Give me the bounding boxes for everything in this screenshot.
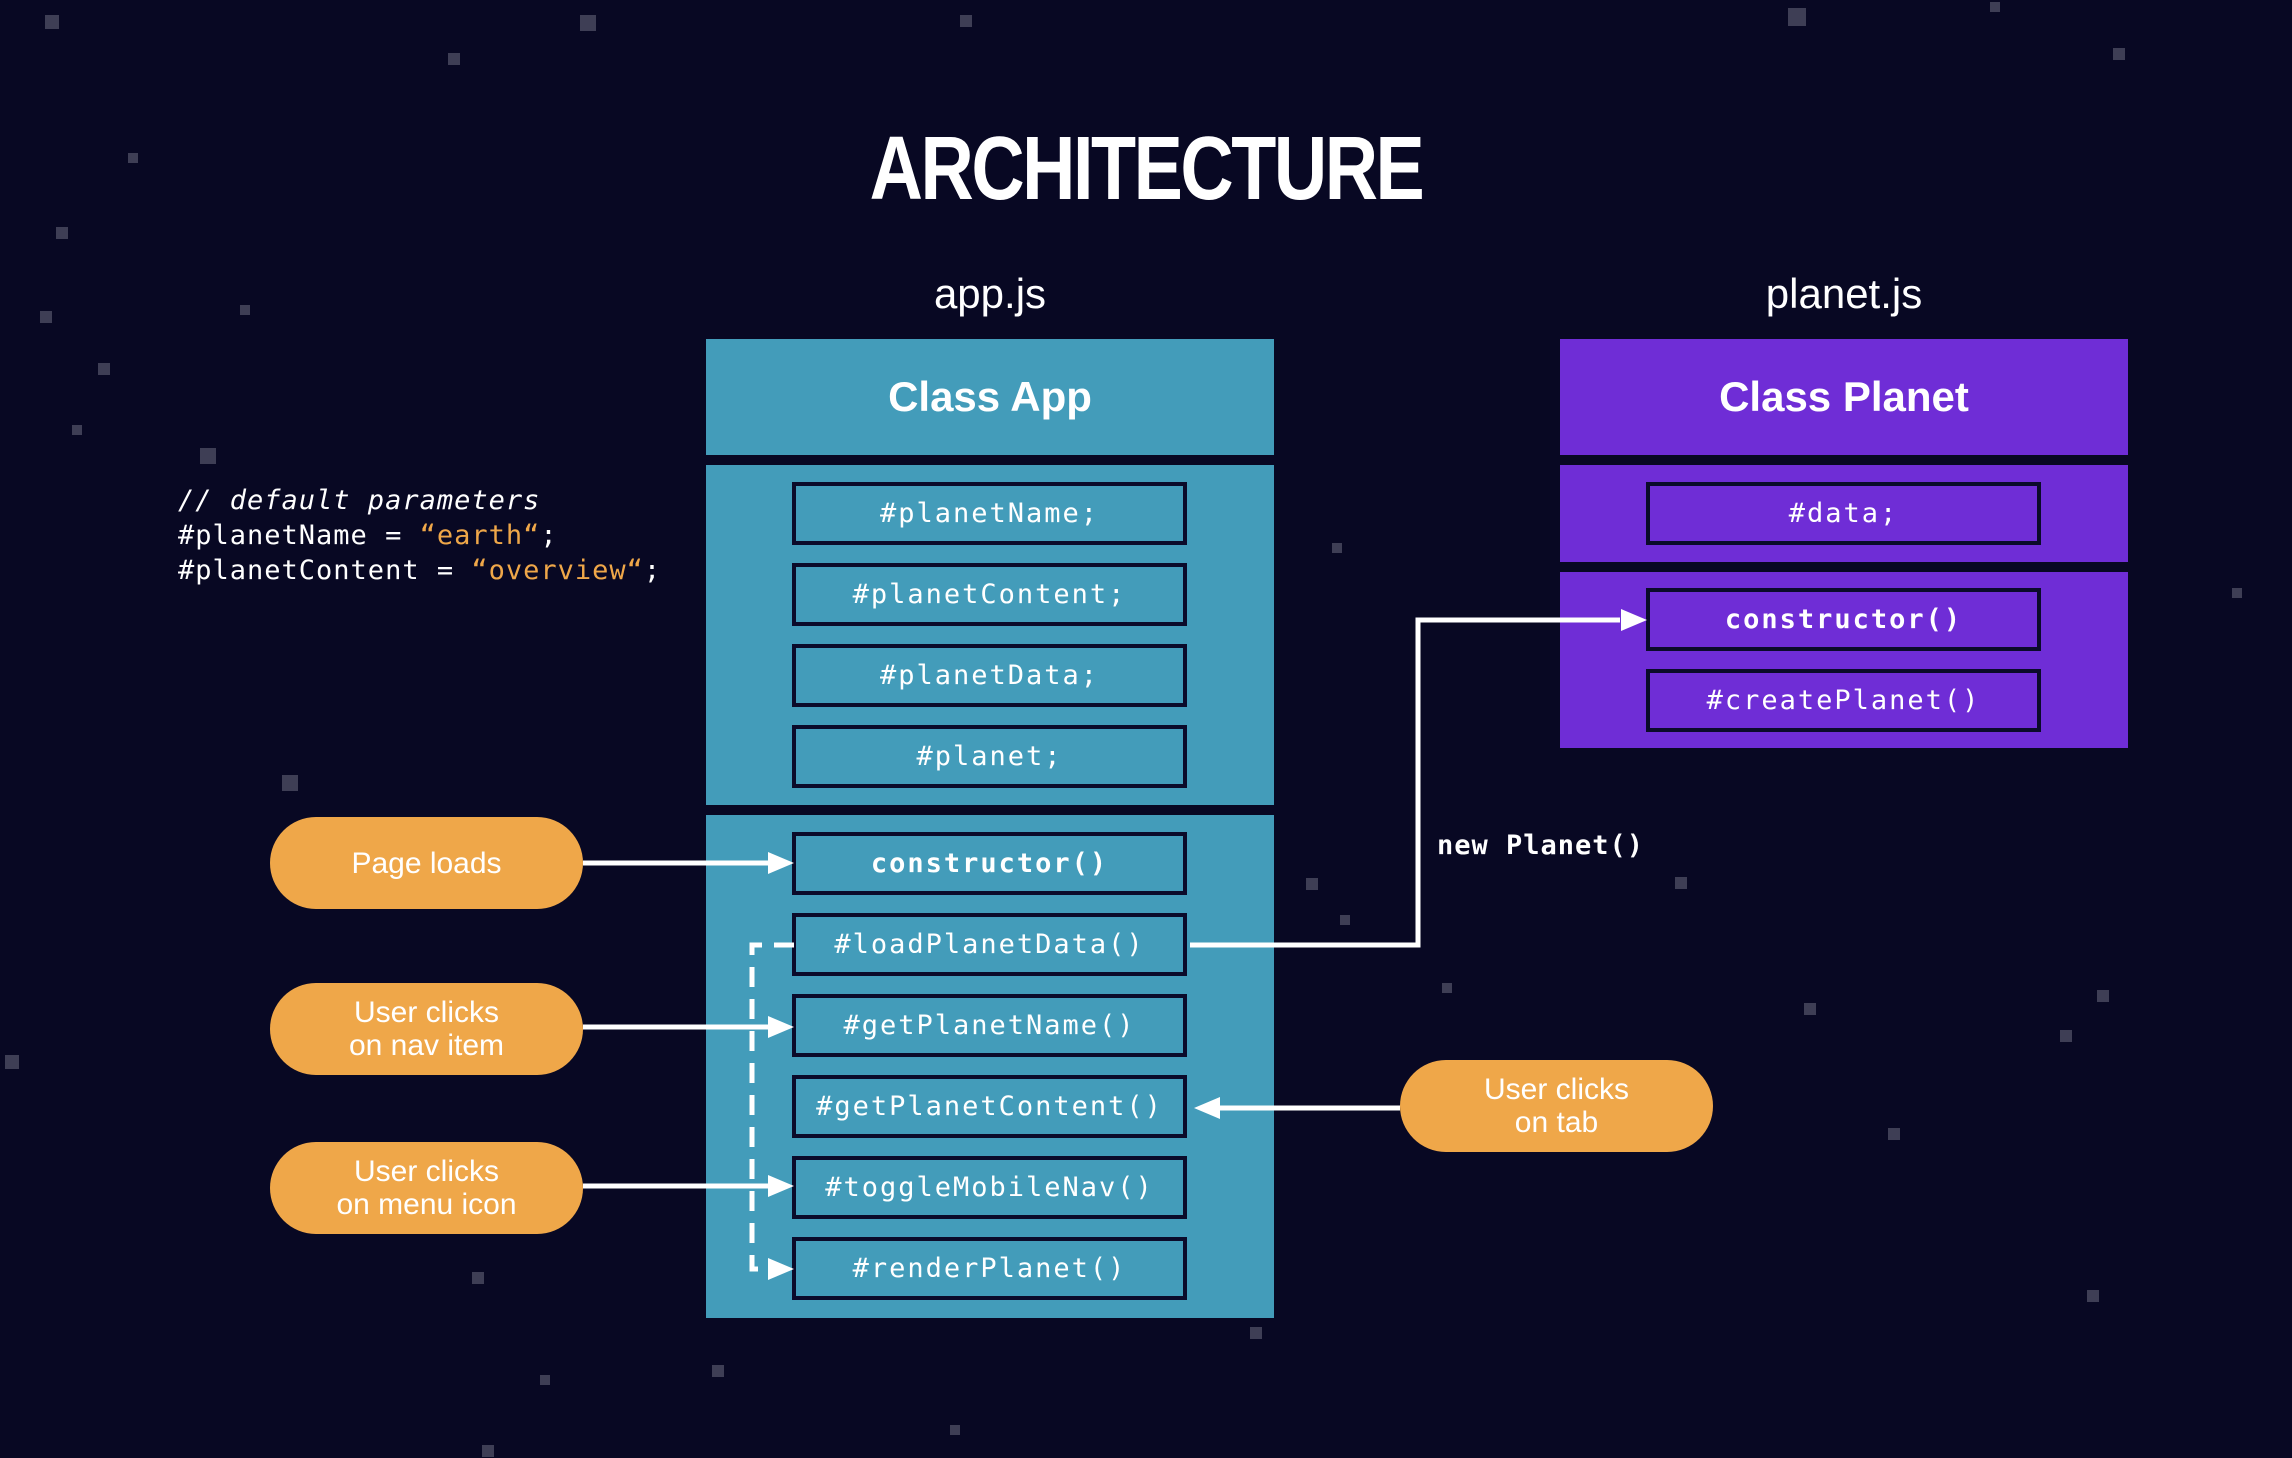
- page-title: ARCHITECTURE: [869, 119, 1425, 219]
- star-decoration: [40, 311, 52, 323]
- app-field-planet-content: #planetContent;: [792, 563, 1187, 626]
- new-planet-label: new Planet(): [1437, 830, 1645, 861]
- star-decoration: [45, 15, 59, 29]
- star-decoration: [2097, 990, 2109, 1002]
- app-method-render-planet: #renderPlanet(): [792, 1237, 1187, 1300]
- star-decoration: [2087, 1290, 2099, 1302]
- app-method-constructor: constructor(): [792, 832, 1187, 895]
- star-decoration: [1675, 877, 1687, 889]
- event-tab-click: User clicks on tab: [1400, 1060, 1713, 1152]
- star-decoration: [1340, 915, 1350, 925]
- star-decoration: [540, 1375, 550, 1385]
- app-file-label: app.js: [933, 270, 1047, 317]
- code-text: ;: [643, 555, 662, 586]
- star-decoration: [98, 363, 110, 375]
- code-line-planet-content: #planetContent = “overview“;: [178, 553, 661, 588]
- star-decoration: [950, 1425, 960, 1435]
- star-decoration: [282, 775, 298, 791]
- star-decoration: [1442, 983, 1452, 993]
- arrowhead-render-planet: [768, 1258, 794, 1280]
- star-decoration: [2232, 588, 2242, 598]
- arrow-load-to-render-dashed: [749, 942, 794, 1272]
- star-decoration: [56, 227, 68, 239]
- star-decoration: [2060, 1030, 2072, 1042]
- code-text: ;: [540, 520, 558, 551]
- planet-field-data: #data;: [1646, 482, 2041, 545]
- code-string: “overview“: [471, 555, 644, 586]
- star-decoration: [72, 425, 82, 435]
- star-decoration: [1332, 543, 1342, 553]
- star-decoration: [1804, 1003, 1816, 1015]
- star-decoration: [240, 305, 250, 315]
- star-decoration: [128, 153, 138, 163]
- arrowhead-menu-icon: [768, 1175, 794, 1197]
- planet-fields-panel: #data;: [1560, 465, 2128, 562]
- planet-class-header: Class Planet: [1560, 339, 2128, 455]
- star-decoration: [1888, 1128, 1900, 1140]
- code-text: #planetContent =: [178, 555, 472, 586]
- arrow-new-planet: [1190, 617, 1620, 948]
- arrowhead-tab: [1194, 1097, 1220, 1119]
- app-field-planet-data: #planetData;: [792, 644, 1187, 707]
- arrowhead-nav-item: [768, 1016, 794, 1038]
- star-decoration: [200, 448, 216, 464]
- default-parameters-note: // default parameters #planetName = “ear…: [178, 483, 661, 588]
- event-page-loads: Page loads: [270, 817, 583, 909]
- planet-methods-panel: constructor() #createPlanet(): [1560, 572, 2128, 748]
- star-decoration: [2113, 48, 2125, 60]
- app-method-get-planet-name: #getPlanetName(): [792, 994, 1187, 1057]
- app-field-planet: #planet;: [792, 725, 1187, 788]
- star-decoration: [1788, 8, 1806, 26]
- app-methods-panel: constructor() #loadPlanetData() #getPlan…: [706, 815, 1274, 1318]
- star-decoration: [580, 15, 596, 31]
- code-line-planet-name: #planetName = “earth“;: [178, 518, 661, 553]
- planet-file-label: planet.js: [1765, 270, 1923, 317]
- planet-method-constructor: constructor(): [1646, 588, 2041, 651]
- star-decoration: [482, 1445, 494, 1457]
- star-decoration: [1250, 1327, 1262, 1339]
- app-method-toggle-mobile-nav: #toggleMobileNav(): [792, 1156, 1187, 1219]
- app-fields-panel: #planetName; #planetContent; #planetData…: [706, 465, 1274, 805]
- star-decoration: [960, 15, 972, 27]
- app-field-planet-name: #planetName;: [792, 482, 1187, 545]
- app-method-get-planet-content: #getPlanetContent(): [792, 1075, 1187, 1138]
- star-decoration: [448, 53, 460, 65]
- app-class-header: Class App: [706, 339, 1274, 455]
- code-string: “earth“: [419, 520, 541, 551]
- event-nav-item-click: User clicks on nav item: [270, 983, 583, 1075]
- star-decoration: [5, 1055, 19, 1069]
- app-class-name: Class App: [888, 373, 1092, 420]
- planet-class-name: Class Planet: [1719, 373, 1969, 420]
- star-decoration: [1990, 2, 2000, 12]
- code-text: #planetName =: [178, 520, 420, 551]
- star-decoration: [712, 1365, 724, 1377]
- planet-method-create-planet: #createPlanet(): [1646, 669, 2041, 732]
- arrowhead-page-loads: [768, 852, 794, 874]
- star-decoration: [1306, 878, 1318, 890]
- star-decoration: [472, 1272, 484, 1284]
- code-comment: // default parameters: [178, 485, 541, 516]
- arrowhead-new-planet: [1621, 609, 1647, 631]
- app-method-load-planet-data: #loadPlanetData(): [792, 913, 1187, 976]
- event-menu-icon-click: User clicks on menu icon: [270, 1142, 583, 1234]
